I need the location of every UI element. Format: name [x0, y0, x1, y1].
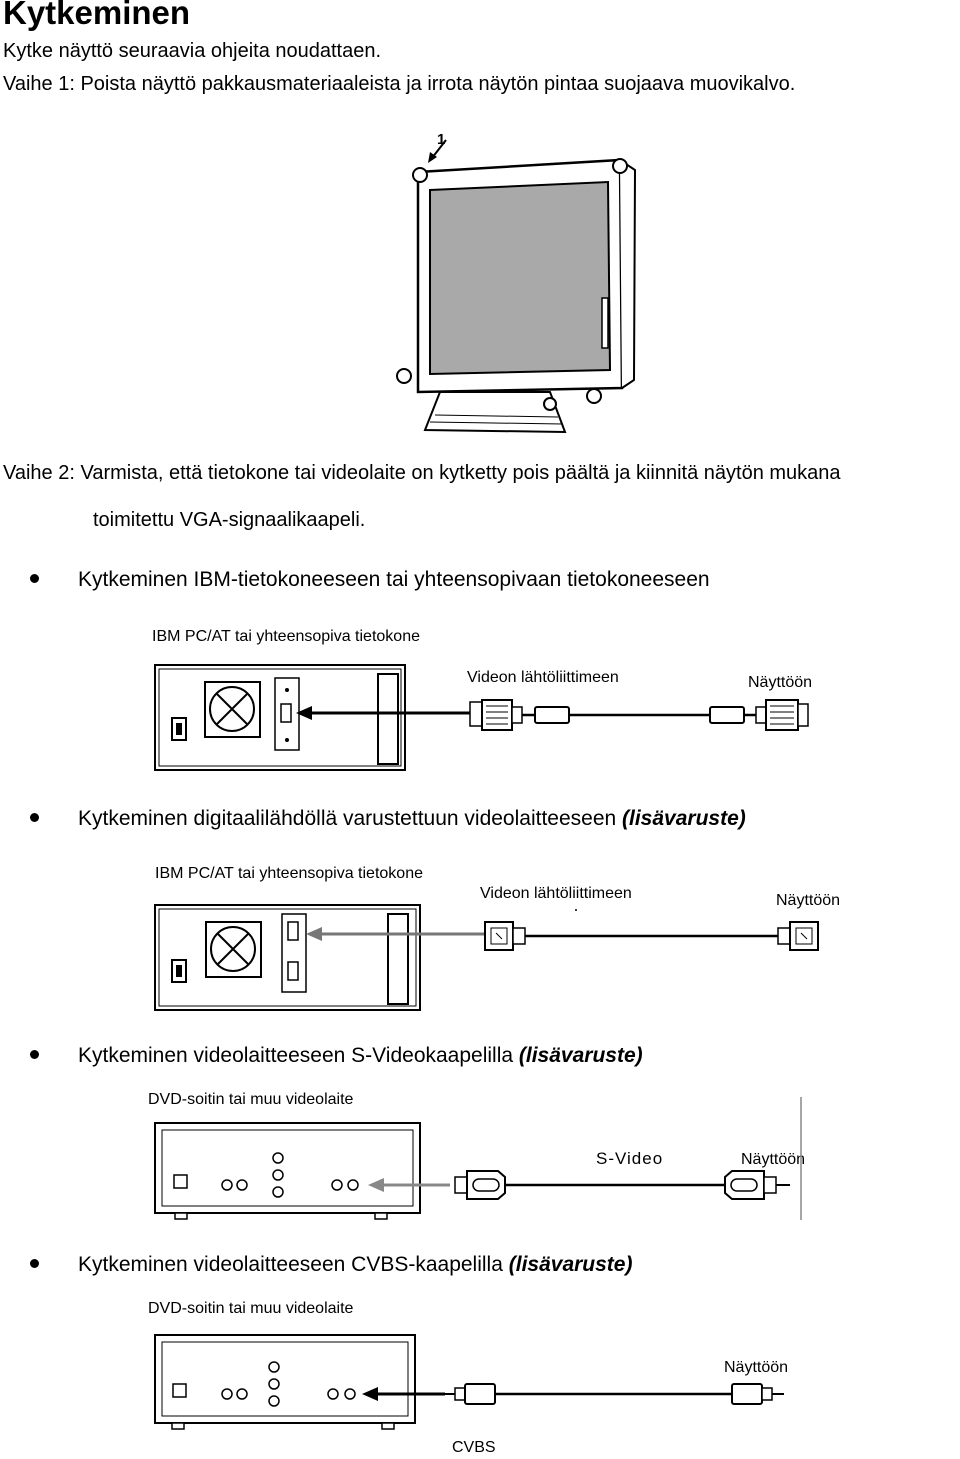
- bullet-icon: [30, 1259, 39, 1268]
- section3-target-label: Näyttöön: [741, 1151, 806, 1168]
- section3-cable-label: S-Video: [596, 1149, 664, 1168]
- section2-diagram: [154, 904, 819, 1011]
- section1-heading: Kytkeminen IBM-tietokoneeseen tai yhteen…: [78, 568, 710, 591]
- intro-text: Kytke näyttö seuraavia ohjeita noudattae…: [3, 40, 382, 62]
- monitor-illustration: [396, 139, 637, 434]
- section3-diagram: [154, 1097, 802, 1220]
- bullet-icon: [30, 574, 39, 583]
- section1-diagram: [154, 664, 809, 771]
- step2-text-line1: Vaihe 2: Varmista, että tietokone tai vi…: [3, 462, 841, 484]
- section1-device-label: IBM PC/AT tai yhteensopiva tietokone: [152, 628, 420, 645]
- step1-text: Vaihe 1: Poista näyttö pakkausmateriaale…: [3, 73, 796, 95]
- section2-source-label: Videon lähtöliittimeen: [480, 885, 632, 902]
- section4-cable-label: CVBS: [452, 1439, 496, 1456]
- section3-device-label: DVD-soitin tai muu videolaite: [148, 1091, 354, 1108]
- monitor-callout-number: 1: [437, 131, 446, 148]
- section1-target-label: Näyttöön: [748, 674, 813, 691]
- section4-heading: Kytkeminen videolaitteeseen CVBS-kaapeli…: [78, 1253, 633, 1276]
- bullet-icon: [30, 813, 39, 822]
- bullet-icon: [30, 1050, 39, 1059]
- page-title: Kytkeminen: [3, 0, 191, 31]
- section2-target-label: Näyttöön: [776, 892, 841, 909]
- section4-diagram: [154, 1334, 784, 1430]
- step2-text-line2: toimitettu VGA-signaalikaapeli.: [93, 509, 366, 531]
- section3-heading: Kytkeminen videolaitteeseen S-Videokaape…: [78, 1044, 643, 1067]
- section2-device-label: IBM PC/AT tai yhteensopiva tietokone: [155, 865, 423, 882]
- section1-source-label: Videon lähtöliittimeen: [467, 669, 619, 686]
- section4-target-label: Näyttöön: [724, 1359, 789, 1376]
- section2-heading: Kytkeminen digitaalilähdöllä varustettuu…: [78, 807, 746, 830]
- section4-device-label: DVD-soitin tai muu videolaite: [148, 1300, 354, 1317]
